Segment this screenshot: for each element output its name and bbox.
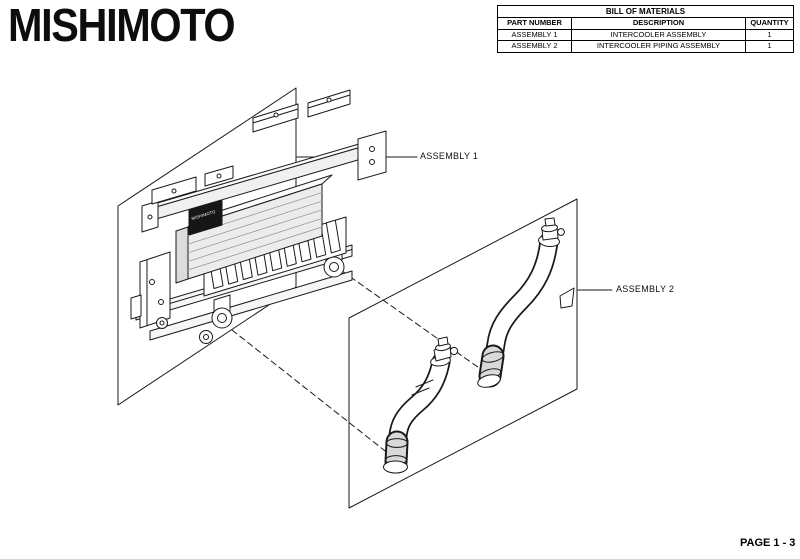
top-strap-1 [252, 103, 299, 133]
clamp-ring [481, 351, 505, 363]
left-bracket [139, 251, 171, 329]
pipe-bracket [559, 287, 575, 309]
hot-side-pipe [477, 217, 575, 388]
cold-side-pipe [383, 336, 459, 474]
mount-bushing [199, 330, 213, 344]
bom-title: BILL OF MATERIALS [496, 4, 795, 19]
clamp-ring [386, 438, 408, 448]
assembly-1-drawing: MISHIMOTO [130, 89, 387, 344]
assembly-2-drawing [383, 217, 575, 474]
projection-lines [231, 270, 483, 459]
mishimoto-logo: MISHIMOTO [8, 0, 236, 51]
assembly-1-label: ASSEMBLY 1 [420, 151, 479, 161]
drawing-plane-assembly-1 [117, 87, 297, 406]
bom-row-assembly-2: ASSEMBLY 2 INTERCOOLER PIPING ASSEMBLY 1 [497, 40, 795, 54]
top-strap-2 [307, 89, 351, 118]
bom-cell-qty: 1 [744, 40, 795, 54]
lower-rail-2 [149, 270, 353, 341]
sensor-port [449, 346, 459, 356]
upper-bar-end-plate [357, 130, 387, 181]
assembly-2-label: ASSEMBLY 2 [616, 284, 675, 294]
bom-row-assembly-1: ASSEMBLY 1 INTERCOOLER ASSEMBLY 1 [497, 28, 795, 42]
sensor-port [557, 228, 565, 236]
drawing-plane-assembly-2 [348, 198, 578, 509]
core-end-tank [175, 226, 189, 284]
pipe-end-flange [477, 374, 501, 388]
mount-bushing [156, 317, 168, 329]
page-number: PAGE 1 - 3 [740, 537, 796, 549]
bill-of-materials-table: BILL OF MATERIALS PART NUMBER DESCRIPTIO… [496, 4, 795, 54]
pipe-end-flange [383, 460, 408, 474]
